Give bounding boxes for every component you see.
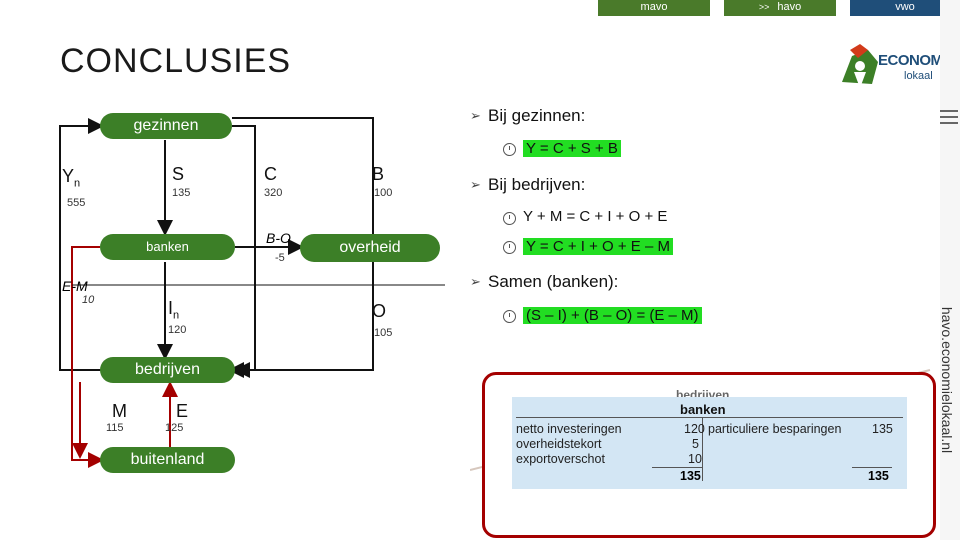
- yn-sub: n: [74, 177, 81, 190]
- yn-main: Y: [62, 166, 75, 186]
- logo-mark-icon: [842, 44, 878, 88]
- b-label: B: [372, 164, 385, 184]
- row-left-label: netto investeringen: [516, 422, 622, 436]
- nav-havo[interactable]: >> havo: [724, 0, 836, 16]
- bo-label: B-O: [266, 230, 291, 246]
- bullet-2-sub-2: Y = C + I + O + E – M: [523, 238, 673, 255]
- buitenland-box: buitenland: [100, 447, 235, 473]
- nav-mavo-label: mavo: [640, 1, 668, 13]
- row-right-value: 135: [872, 422, 893, 436]
- gezinnen-label: gezinnen: [133, 117, 199, 134]
- bo-value: -5: [275, 252, 285, 264]
- nav-vwo-label: vwo: [895, 1, 915, 13]
- s-label: S: [172, 164, 185, 184]
- banken-box: banken: [100, 234, 235, 260]
- logo-text: ECONOMIE: [878, 52, 956, 69]
- buitenland-label: buitenland: [130, 451, 205, 468]
- flow-em: [71, 246, 104, 468]
- em-label: E-M: [62, 278, 88, 294]
- nav-havo-arrow: >>: [758, 2, 770, 12]
- table-total-rule: [852, 467, 892, 468]
- em-value: 10: [82, 294, 95, 306]
- in-value: 120: [168, 324, 187, 336]
- yn-label: Yn: [62, 166, 80, 190]
- table-total-right: 135: [868, 469, 889, 483]
- s-value: 135: [172, 187, 191, 199]
- row-left-value: 5: [692, 437, 699, 451]
- bullet-1-text: Bij gezinnen:: [488, 106, 586, 125]
- bullet-2-sub-2-text: Y = C + I + O + E – M: [523, 238, 673, 255]
- flow-b: [232, 117, 374, 255]
- bullet-1-sub-1-text: Y = C + S + B: [523, 140, 621, 157]
- bullet-3-text: Samen (banken):: [488, 272, 619, 291]
- row-right-label: particuliere besparingen: [708, 422, 842, 436]
- bullet-arrow-icon: ➢: [470, 274, 481, 289]
- clock-icon: [503, 241, 516, 254]
- logo: ECONOMIE lokaal: [838, 40, 956, 96]
- row-left-value: 10: [688, 452, 702, 466]
- table-row: overheidstekort 5: [516, 437, 903, 452]
- page-title: CONCLUSIES: [60, 42, 292, 80]
- bullet-2-sub-1: Y + M = C + I + O + E: [523, 208, 668, 225]
- table-divider: [702, 417, 703, 481]
- menu-icon[interactable]: [940, 108, 958, 124]
- table-header: banken: [680, 402, 726, 417]
- e-value: 125: [165, 422, 184, 434]
- nav-mavo[interactable]: mavo: [598, 0, 710, 16]
- b-value: 100: [374, 187, 393, 199]
- bedrijven-box: bedrijven: [100, 357, 235, 383]
- m-label: M: [112, 401, 127, 421]
- row-left-label: exportoverschot: [516, 452, 605, 466]
- nav-havo-label: havo: [777, 1, 802, 13]
- bullet-3-sub-1-text: (S – I) + (B – O) = (E – M): [523, 307, 702, 324]
- banken-label: banken: [146, 239, 189, 254]
- clock-icon: [503, 143, 516, 156]
- bedrijven-label: bedrijven: [135, 361, 200, 378]
- o-value: 105: [374, 327, 393, 339]
- flow-o: [234, 262, 374, 378]
- yn-value: 555: [67, 197, 86, 209]
- gezinnen-box: gezinnen: [100, 113, 232, 139]
- side-url[interactable]: havo.economielokaal.nl: [939, 306, 955, 454]
- m-value: 115: [106, 422, 124, 434]
- banken-table: banken netto investeringen 120 particuli…: [512, 397, 907, 489]
- row-left-value: 120: [684, 422, 705, 436]
- table-row: exportoverschot 10: [516, 452, 903, 467]
- table-total-rule: [652, 467, 702, 468]
- bullet-2-text: Bij bedrijven:: [488, 175, 586, 194]
- e-label: E: [176, 401, 189, 421]
- clock-icon: [503, 212, 516, 225]
- in-sub: n: [173, 309, 180, 322]
- nav-vwo[interactable]: vwo: [850, 0, 960, 16]
- table-header-rule: [516, 417, 903, 418]
- overheid-box: overheid: [300, 234, 440, 262]
- overheid-label: overheid: [339, 239, 401, 256]
- table-total-left: 135: [680, 469, 701, 483]
- side-strip: [940, 0, 960, 540]
- table-row: netto investeringen 120 particuliere bes…: [516, 422, 903, 437]
- clock-icon: [503, 310, 516, 323]
- c-label: C: [264, 164, 277, 184]
- in-label: In: [168, 298, 179, 322]
- row-left-label: overheidstekort: [516, 437, 602, 451]
- c-value: 320: [264, 187, 283, 199]
- bullet-arrow-icon: ➢: [470, 108, 481, 123]
- in-main: I: [168, 298, 174, 318]
- bullet-1-sub-1: Y = C + S + B: [523, 140, 621, 157]
- bullet-arrow-icon: ➢: [470, 177, 481, 192]
- o-label: O: [372, 301, 387, 321]
- logo-subtext: lokaal: [904, 70, 933, 82]
- bullet-3-sub-1: (S – I) + (B – O) = (E – M): [523, 307, 702, 324]
